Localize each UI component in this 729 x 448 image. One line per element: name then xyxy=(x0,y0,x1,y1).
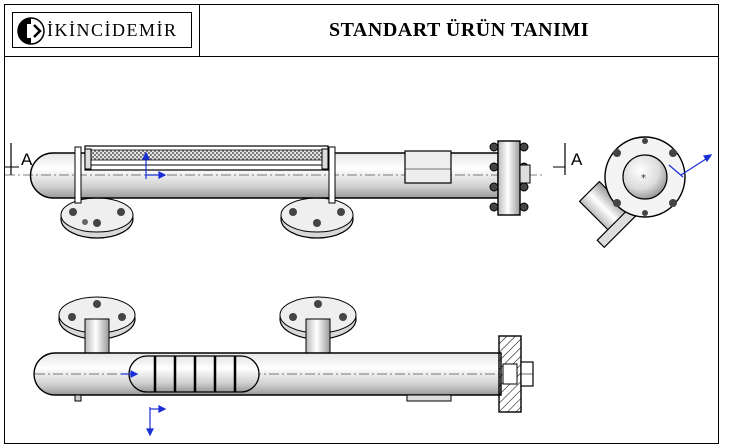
section-label-left: A xyxy=(21,150,33,169)
origin-marker-top xyxy=(142,151,167,179)
page-title: STANDART ÜRÜN TANIMI xyxy=(328,19,590,41)
front-elevation-view: A xyxy=(5,140,583,239)
float xyxy=(128,355,260,393)
plan-view xyxy=(33,296,534,437)
logo-emblem-icon xyxy=(17,17,45,45)
technical-drawing: A xyxy=(5,57,718,443)
magnetic-level-indicator xyxy=(84,145,329,171)
lower-flange-left xyxy=(60,191,134,239)
lower-flange-right xyxy=(280,191,354,239)
drawing-sheet: İKİNCİDEMİR STANDART ÜRÜN TANIMI xyxy=(4,4,719,444)
logo-text: İKİNCİDEMİR xyxy=(47,20,178,40)
section-label-right: A xyxy=(571,150,583,169)
title-block: İKİNCİDEMİR STANDART ÜRÜN TANIMI xyxy=(5,5,718,57)
drain-stub-left xyxy=(74,394,82,402)
main-chamber-pipe-plan xyxy=(33,352,502,396)
clamp-ring-left xyxy=(74,146,82,204)
clamp-ring-right xyxy=(328,146,336,204)
drain-stub-right xyxy=(406,394,452,402)
origin-marker-bottom xyxy=(121,370,167,437)
section-view-a-a: * xyxy=(578,136,713,249)
upper-flange-left xyxy=(58,296,136,356)
company-logo: İKİNCİDEMİR xyxy=(12,12,192,48)
end-flange-top xyxy=(489,140,531,216)
drawing-canvas: A xyxy=(5,136,713,437)
upper-flange-right xyxy=(279,296,357,356)
junction-box xyxy=(404,150,452,184)
logo-cell: İKİNCİDEMİR xyxy=(5,5,200,56)
end-flange-section xyxy=(498,335,534,413)
svg-text:*: * xyxy=(641,173,646,184)
